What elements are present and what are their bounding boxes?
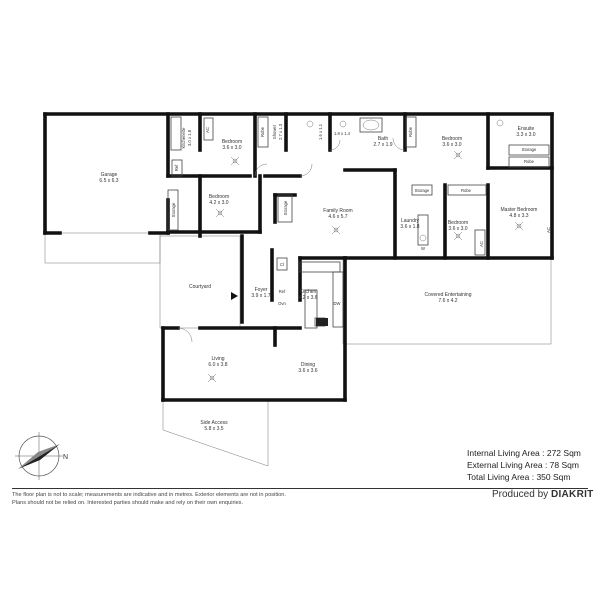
ceiling-fan-icon	[207, 373, 217, 383]
bath-label: Bath	[378, 136, 389, 142]
living-label: Living	[211, 356, 224, 362]
produced-by: Produced by DIAKRIT	[492, 489, 594, 500]
bedroom-4-label: Bedroom	[448, 220, 468, 226]
laundry-label: Laundry	[401, 218, 420, 224]
washer-label: W	[421, 246, 425, 251]
dining-size: 3.6 x 3.6	[298, 368, 317, 374]
wc-1-size: 1.6 x 1.1	[318, 123, 323, 140]
bedroom-2-size: 3.6 x 3.0	[442, 142, 461, 148]
master-bedroom-size: 4.8 x 3.3	[509, 213, 528, 219]
bedroom-3-label: Bedroom	[209, 194, 229, 200]
laundry-size: 3.6 x 1.8	[400, 224, 419, 230]
ceiling-fan-icon	[230, 156, 240, 166]
ac-2-label: AC	[479, 241, 484, 247]
garage-label: Garage	[101, 172, 118, 178]
courtyard-label: Courtyard	[189, 284, 211, 290]
storage-1-label: Storage	[522, 147, 537, 152]
living-size: 6.0 x 3.8	[208, 362, 227, 368]
robe-2-label: Robe	[408, 126, 413, 137]
ceiling-fan-icon	[453, 231, 463, 241]
shower-size: 2.7 x 1.3	[278, 123, 283, 140]
side-access-label: Side Access	[200, 420, 228, 426]
bath-size: 2.7 x 1.9	[373, 142, 392, 148]
compass-icon: N	[15, 432, 68, 480]
internal-area-text: Internal Living Area : 272 Sqm	[467, 448, 581, 458]
ac-label: AC	[205, 127, 210, 133]
ceiling-fan-icon	[514, 221, 524, 231]
robe-1-label: Robe	[260, 126, 265, 137]
storage-2-label: Storage	[171, 202, 176, 217]
produced-by-text: Produced by	[492, 489, 549, 500]
foyer-label: Foyer	[255, 287, 268, 293]
dishwasher-label: DW	[334, 301, 341, 306]
bedroom-2-label: Bedroom	[442, 136, 462, 142]
total-area-text: Total Living Area : 350 Sqm	[467, 472, 571, 482]
storage-4-label: Storage	[415, 188, 430, 193]
walls	[43, 112, 554, 402]
bedroom-1-label: Bedroom	[222, 139, 242, 145]
dining-label: Dining	[301, 362, 315, 368]
ceiling-fan-icon	[331, 225, 341, 235]
ensuite-size: 3.3 x 3.0	[516, 132, 535, 138]
fixtures	[167, 116, 550, 383]
covered-entertaining-size: 7.6 x 4.2	[438, 298, 457, 304]
shower-label: Shower	[272, 124, 277, 139]
ac-3-label: AC	[546, 227, 551, 233]
master-bedroom-label: Master Bedroom	[501, 207, 538, 213]
foyer-size: 3.9 x 1.7	[251, 293, 270, 299]
brand-logo: DIAKRIT	[550, 489, 594, 500]
family-room-size: 4.6 x 5.7	[328, 214, 347, 220]
bedroom-4-size: 3.6 x 3.0	[448, 226, 467, 232]
ref-2-label: Ref	[279, 289, 286, 294]
covered-entertaining-label: Covered Entertaining	[425, 292, 472, 298]
entry-arrow-icon	[231, 292, 238, 300]
side-access-size: 5.8 x 3.5	[204, 426, 223, 432]
external-area-text: External Living Area : 78 Sqm	[467, 460, 579, 470]
family-room-label: Family Room	[323, 208, 352, 214]
disclaimer-line-2: Plans should not be relied on. Intereste…	[12, 500, 244, 506]
kitchen-label: Kitchen	[300, 289, 317, 295]
ceiling-fan-icon	[453, 150, 463, 160]
ref-1-label: Ref	[174, 164, 179, 171]
oven-label: Ovn	[278, 301, 286, 306]
kitchenette-size: 3.0 x 1.8	[187, 129, 192, 146]
cl-label: Cl	[280, 262, 284, 267]
bedroom-3-size: 4.2 x 3.0	[209, 200, 228, 206]
robe-4-label: Robe	[461, 188, 472, 193]
outdoor-outlines	[44, 232, 552, 467]
robe-3-label: Robe	[524, 159, 535, 164]
footer-divider	[12, 488, 588, 489]
disclaimer-line-1: The floor plan is not to scale; measurem…	[12, 492, 286, 498]
compass-north-label: N	[63, 454, 68, 461]
kitchen-size: 4.2 x 3.6	[298, 295, 317, 301]
bedroom-1-size: 3.6 x 3.0	[222, 145, 241, 151]
wc-2-size: 1.8 x 1.4	[334, 131, 351, 136]
room-labels: Garage 6.5 x 6.3 Kitchenette 3.0 x 1.8 A…	[99, 123, 551, 432]
stove-icon	[316, 318, 328, 326]
storage-3-label: Storage	[283, 200, 288, 215]
ceiling-fan-icon	[215, 208, 225, 218]
ensuite-label: Ensuite	[518, 126, 535, 132]
garage-size: 6.5 x 6.3	[99, 178, 118, 184]
kitchenette-label: Kitchenette	[181, 127, 186, 149]
